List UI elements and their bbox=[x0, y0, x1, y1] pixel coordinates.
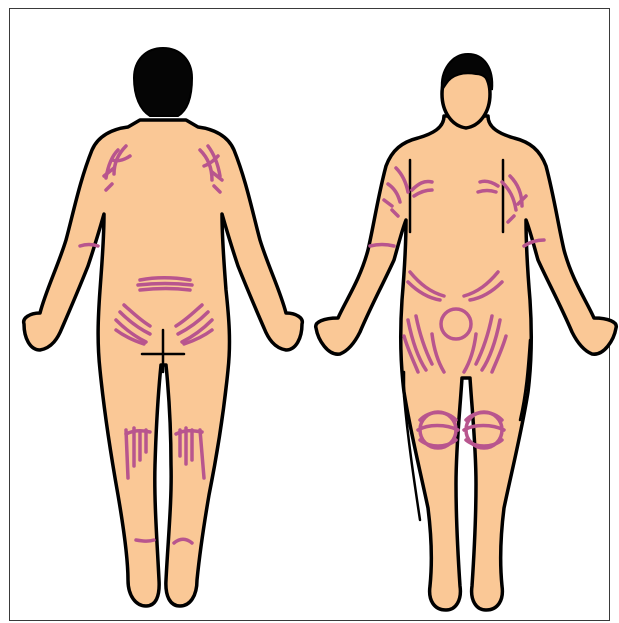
front-figure-body bbox=[316, 116, 617, 610]
front-view-figure bbox=[316, 54, 617, 610]
back-figure-head bbox=[134, 48, 192, 116]
back-view-figure bbox=[24, 48, 303, 606]
